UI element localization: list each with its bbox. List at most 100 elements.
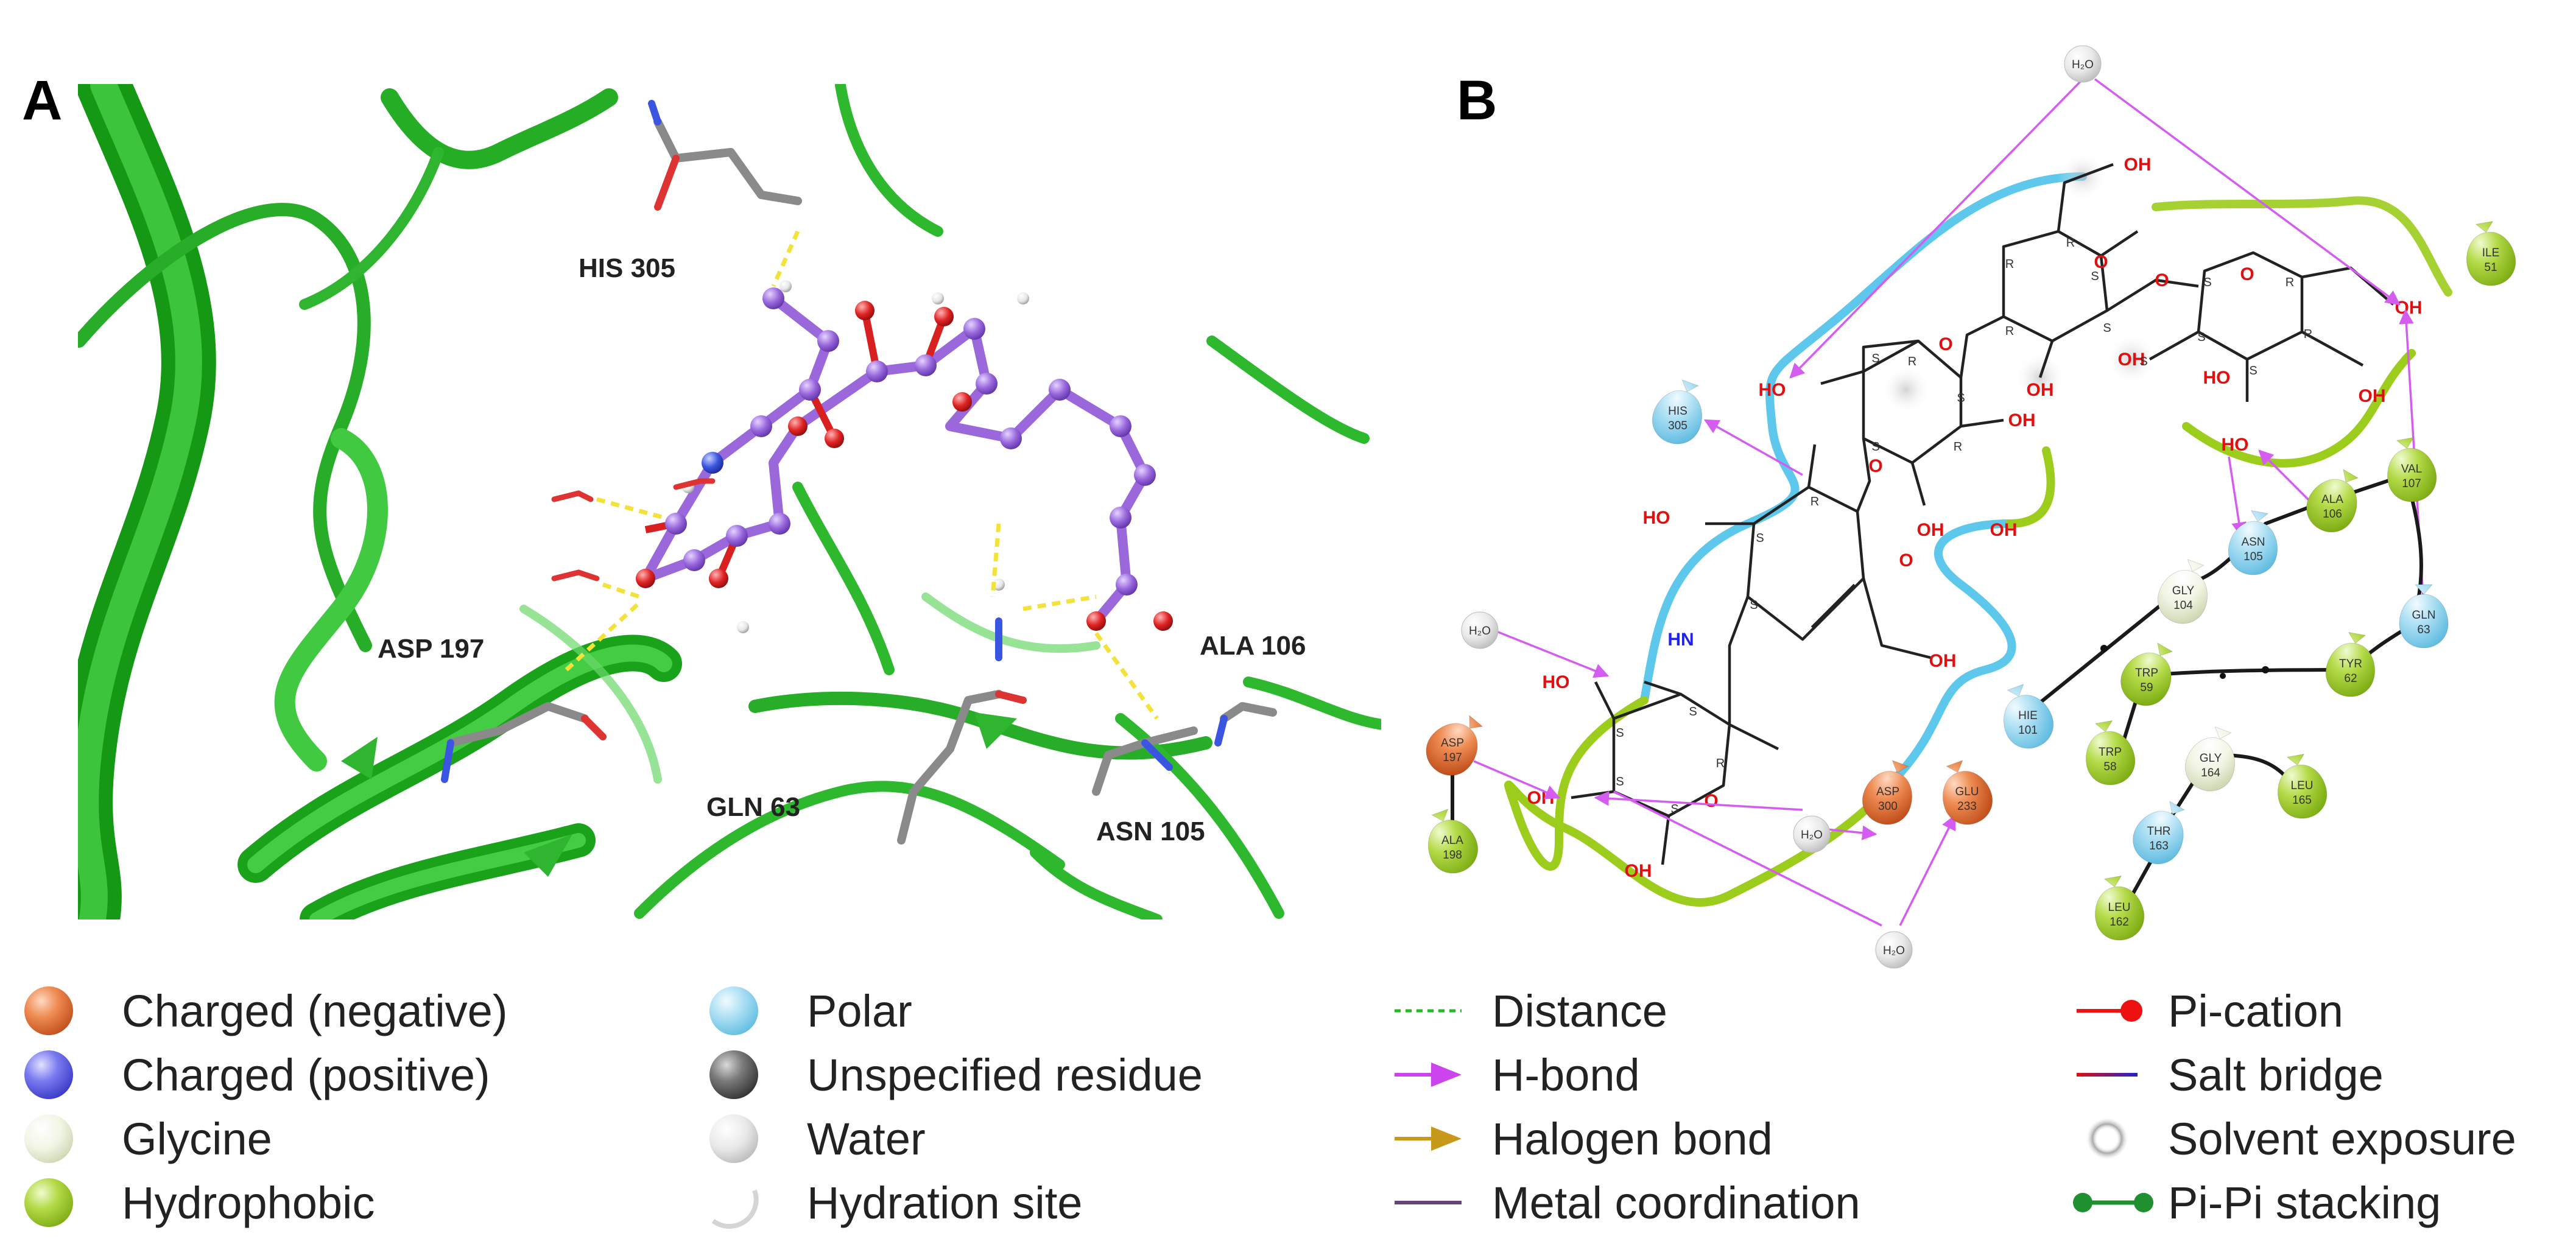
residue-node-shape: [2399, 584, 2449, 648]
residue-node-shape: [2133, 801, 2186, 865]
residue-node-shape: [1652, 379, 1703, 445]
residue-node-number: 233: [1957, 800, 1977, 813]
stereo-label-4: R: [2005, 325, 2014, 338]
residue-node-name: GLY: [2200, 752, 2222, 765]
stereo-label-6: R: [2286, 276, 2294, 289]
residue-node-name: GLN: [2412, 609, 2435, 622]
legend-item-metal-coordination: Metal coordination: [1395, 1178, 1860, 1228]
residue-node-number: 198: [1443, 849, 1462, 862]
ligand-atom-ho-7: HO: [2222, 435, 2249, 455]
legend-label-pi-pi-stacking: Pi-Pi stacking: [2168, 1178, 2441, 1228]
legend-item-distance: Distance: [1395, 986, 1667, 1036]
residue-sticks: [441, 100, 1277, 845]
residue-node-name: GLU: [1955, 785, 1979, 798]
residue-node-name: ALA: [2321, 493, 2343, 506]
residue-node-number: 101: [2018, 724, 2038, 737]
residue-node-number: 164: [2201, 767, 2220, 779]
legend-label-charged-positive: Charged (positive): [122, 1050, 490, 1100]
ligand-atom-oh-16: OH: [1625, 861, 1652, 881]
residue-node-name: LEU: [2291, 779, 2314, 792]
legend-swatch-hydrophobic: [24, 1178, 73, 1227]
residue-node-glu233: GLU 233: [1942, 759, 1993, 825]
ligand-atom-o-20: O: [2240, 264, 2254, 284]
strand-arrow-3: [974, 712, 1017, 749]
legend-item-polar: Polar: [709, 986, 912, 1036]
residue-node-shape: [2325, 631, 2375, 697]
residue-node-number: 197: [1443, 751, 1462, 764]
water-node-2: [1793, 815, 1831, 853]
legend-item-pi-cation: Pi-cation: [2077, 986, 2343, 1036]
ligand-atom-oh-0: OH: [2124, 155, 2152, 175]
ligand-atom-ho-5: HO: [2203, 368, 2231, 388]
residue-label-asn105: ASN 105: [1096, 817, 1205, 846]
residue-label-ala106: ALA 106: [1200, 631, 1306, 661]
residue-node-number: 107: [2402, 477, 2421, 490]
legend-swatch-charged-negative: [24, 986, 73, 1035]
residue-node-name: THR: [2147, 825, 2170, 838]
legend-swatch-glycine: [24, 1114, 73, 1163]
legend-item-unspecified-residue: Unspecified residue: [709, 1050, 1203, 1100]
stereo-label-3: S: [2103, 322, 2111, 335]
residue-node-name: ALA: [1441, 834, 1463, 847]
legend-label-halogen-bond: Halogen bond: [1492, 1114, 1773, 1164]
stereo-label-10: S: [1871, 352, 1879, 365]
legend-item-hydrophobic: Hydrophobic: [24, 1178, 375, 1228]
stereo-label-22: R: [1716, 757, 1725, 770]
legend-label-unspecified-residue: Unspecified residue: [807, 1050, 1203, 1100]
stereo-label-21: S: [1670, 803, 1678, 816]
ligand-atom-o-18: O: [1938, 334, 1952, 354]
residue-node-shape: [2184, 726, 2236, 792]
waters-3d: [551, 478, 716, 582]
legend-label-charged-negative: Charged (negative): [122, 986, 507, 1036]
ligand-atom-o-23: O: [1899, 550, 1913, 571]
residue-node-name: ASP: [1441, 737, 1464, 750]
residue-node-number: 59: [2140, 681, 2153, 694]
ligand-atom-oh-8: OH: [2008, 410, 2036, 430]
stereo-label-11: R: [1908, 355, 1916, 368]
legend-label-distance: Distance: [1492, 986, 1667, 1036]
legend-label-polar: Polar: [807, 986, 912, 1036]
residue-node-number: 106: [2323, 508, 2342, 521]
legend-swatch-pi-pi-stacking-dot-left: [2073, 1193, 2092, 1212]
legend-swatch-solvent-exposure: [2086, 1118, 2128, 1159]
residue-node-number: 58: [2103, 761, 2116, 773]
residue-label-his305: HIS 305: [579, 253, 675, 283]
ligand-3d: [636, 280, 1173, 633]
residue-node-number: 63: [2417, 624, 2430, 636]
water-node-label: H₂O: [1469, 625, 1491, 638]
water-node-label: H₂O: [1883, 944, 1905, 957]
legend-label-hydrophobic: Hydrophobic: [122, 1178, 375, 1228]
ligand-atom-oh-3: OH: [2027, 380, 2054, 400]
protein-structure: [78, 84, 1381, 919]
stereo-label-23: S: [2139, 355, 2147, 368]
residue-node-shape: [1942, 759, 1993, 825]
residue-node-name: TRP: [2099, 746, 2122, 759]
stereo-label-9: S: [2197, 331, 2205, 344]
residue-node-number: 300: [1878, 800, 1898, 813]
strand-arrow-2: [524, 834, 572, 877]
legend-item-charged-negative: Charged (negative): [24, 986, 507, 1036]
residue-node-name: VAL: [2401, 463, 2423, 476]
residue-node-trp58: TRP 58: [2086, 720, 2136, 785]
legend-label-glycine: Glycine: [122, 1114, 272, 1164]
legend-label-hydration-site: Hydration site: [807, 1178, 1082, 1228]
legend-label-solvent-exposure: Solvent exposure: [2168, 1114, 2516, 1164]
ligand-atom-ho-11: HO: [1643, 508, 1670, 528]
legend-label-salt-bridge: Salt bridge: [2168, 1050, 2384, 1100]
residue-node-shape: [2120, 642, 2173, 706]
legend-swatch-pi-cation-dot: [2120, 1000, 2142, 1022]
legend-item-halogen-bond: Halogen bond: [1395, 1114, 1773, 1164]
stereo-label-1: R: [2066, 236, 2075, 250]
legend-item-h-bond: H-bond: [1395, 1050, 1640, 1100]
ligand-atom-oh-6: OH: [2359, 386, 2386, 406]
